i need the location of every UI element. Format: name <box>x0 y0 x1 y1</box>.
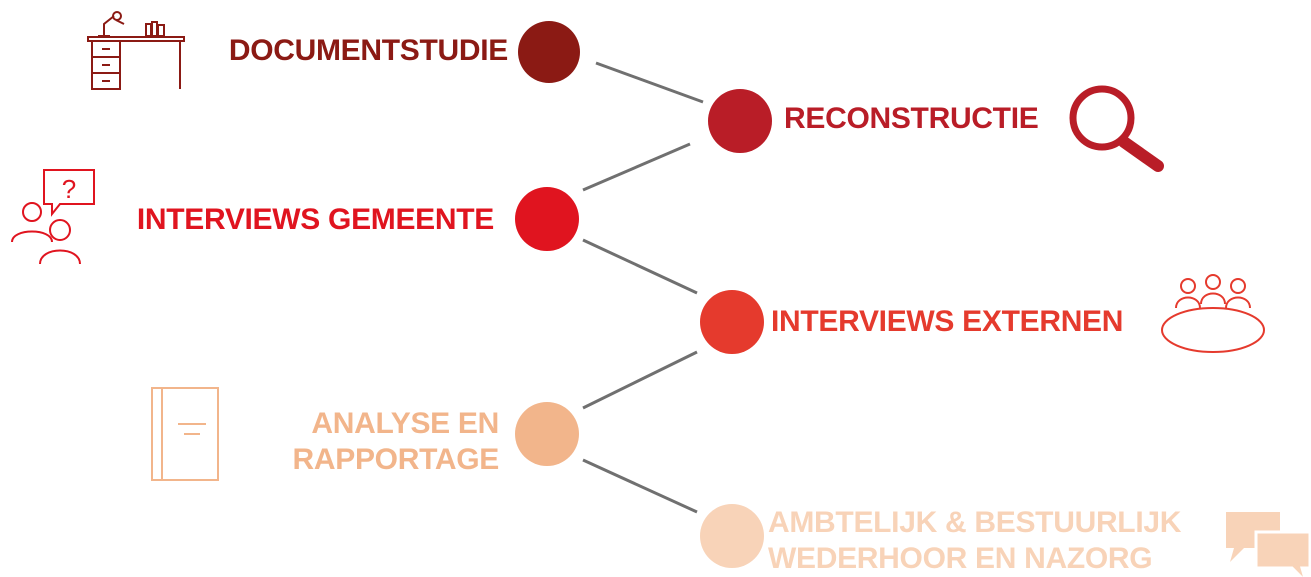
step-5-label-line1: ANALYSE EN <box>311 407 499 440</box>
svg-text:?: ? <box>62 174 76 204</box>
speech-bubbles-icon <box>1226 512 1311 577</box>
connector-4-5 <box>582 350 698 410</box>
connector-5-6 <box>582 458 698 514</box>
step-3-label: INTERVIEWS GEMEENTE <box>136 203 494 236</box>
report-book-icon <box>151 387 219 481</box>
step-2-label: RECONSTRUCTIE <box>784 102 1039 135</box>
magnifier-icon <box>1069 85 1164 172</box>
step-3-circle <box>515 187 579 251</box>
step-5-label-line2: RAPPORTAGE <box>292 443 500 476</box>
step-6-label: AMBTELIJK & BESTUURLIJK WEDERHOOR EN NAZ… <box>768 505 1181 577</box>
connectors <box>582 61 704 514</box>
step-5-label: ANALYSE EN RAPPORTAGE <box>292 406 500 478</box>
step-6-label-line2: WEDERHOOR EN NAZORG <box>768 542 1153 575</box>
connector-1-2 <box>595 61 704 104</box>
step-6-label-line1: AMBTELIJK & BESTUURLIJK <box>768 506 1182 539</box>
connector-3-4 <box>582 238 698 295</box>
step-5-circle <box>515 402 579 466</box>
meeting-table-icon <box>1161 274 1265 353</box>
step-6-circle <box>700 504 764 568</box>
step-1-label: DOCUMENTSTUDIE <box>228 34 508 67</box>
interview-question-icon: ? <box>11 169 95 265</box>
step-4-label: INTERVIEWS EXTERNEN <box>771 305 1124 338</box>
connector-2-3 <box>582 142 691 192</box>
desk-icon <box>87 11 185 90</box>
step-2-circle <box>708 89 772 153</box>
step-1-circle <box>518 21 580 83</box>
step-4-circle <box>700 290 764 354</box>
